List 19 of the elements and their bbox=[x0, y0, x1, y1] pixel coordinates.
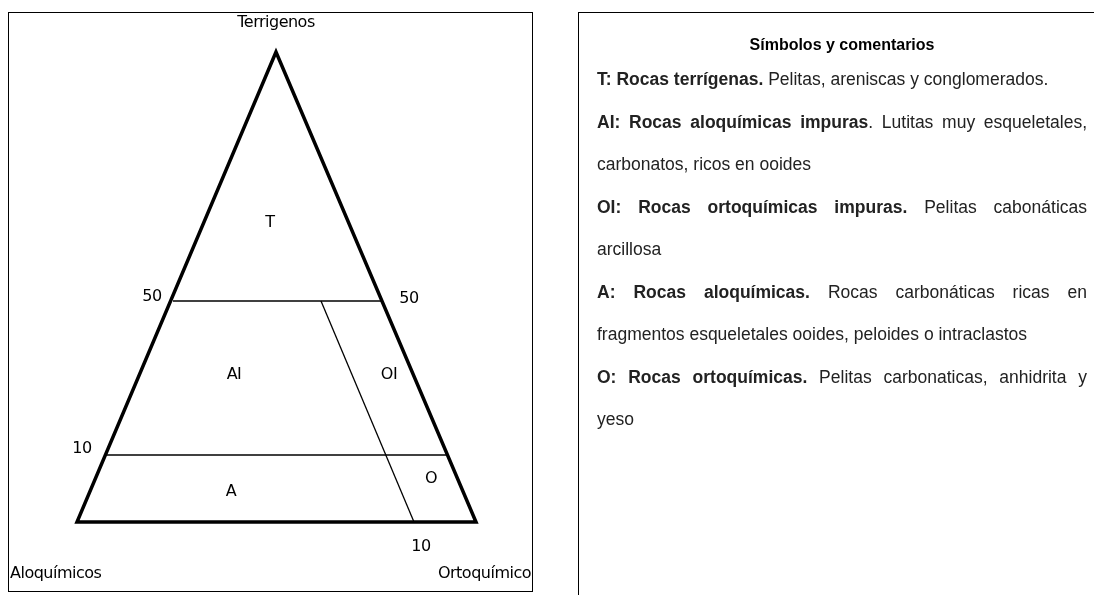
description-paragraph: A: Rocas aloquímicas. Rocas carbonáticas ricas en fragmentos esqueletales ooides, peloides o intraclastos bbox=[597, 280, 1087, 346]
vertex-label: Terrigenos bbox=[237, 14, 315, 30]
description-paragraph: AI: Rocas aloquímicas impuras. Lutitas muy esqueletales, carbonatos, ricos en ooides bbox=[597, 110, 1087, 176]
field-label: AI bbox=[226, 366, 242, 382]
description-paragraph: O: Rocas ortoquímicas. Pelitas carbonaticas, anhidrita y yeso bbox=[597, 365, 1087, 431]
axis-value: 10 bbox=[411, 538, 431, 554]
legend-panel bbox=[578, 12, 1094, 595]
axis-value: 50 bbox=[399, 290, 419, 306]
vertex-label: Aloquímicos bbox=[10, 565, 102, 581]
vertex-label: Ortoquímico bbox=[437, 565, 531, 581]
field-label: T bbox=[265, 214, 275, 230]
field-label: O bbox=[424, 470, 438, 486]
field-label: OI bbox=[380, 366, 398, 382]
axis-value: 10 bbox=[72, 440, 92, 456]
axis-value: 50 bbox=[142, 288, 162, 304]
field-label: A bbox=[225, 483, 237, 499]
panel-heading: Símbolos y comentarios bbox=[748, 35, 936, 55]
description-paragraph: OI: Rocas ortoquímicas impuras. Pelitas cabonáticas arcillosa bbox=[597, 195, 1087, 261]
description-paragraph: T: Rocas terrígenas. Pelitas, areniscas y conglomerados. bbox=[597, 68, 1050, 91]
